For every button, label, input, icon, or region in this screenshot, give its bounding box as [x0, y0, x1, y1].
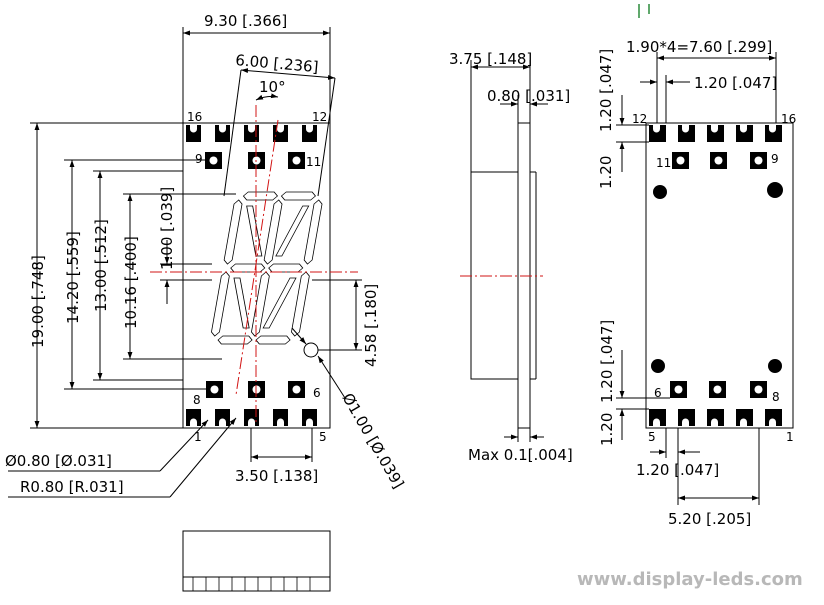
mount-hole-top-right: [767, 182, 783, 198]
lower-half-dim-label: 4.58 [.180]: [362, 284, 380, 367]
front-pin-9: 9: [195, 152, 203, 166]
pad-width-dim-label: 1.20 [.047]: [694, 74, 777, 92]
bottom-pad-h-dim-label: 1.20 [.047]: [598, 320, 616, 403]
back-view: 1.90*4=7.60 [.299] 1.20 [.047] 1.20 [.04…: [597, 38, 796, 528]
front-pin-11: 11: [306, 155, 321, 169]
decimal-point: [303, 342, 319, 358]
front-pin-5: 5: [319, 430, 327, 444]
bottom-pad-w-dim-label: 1.20 [.047]: [636, 461, 719, 479]
sixteen-segment-digit: [211, 191, 323, 345]
front-top-inner-pads: [205, 152, 305, 169]
front-pin-16: 16: [187, 110, 202, 124]
dot-gap-dim-label: 1.00 [.039]: [158, 187, 176, 270]
corner-marks: [638, 4, 650, 18]
back-pin-1: 1: [786, 430, 794, 444]
pcb-dim-label: 0.80 [.031]: [487, 87, 570, 105]
mount-hole-bottom-right: [768, 359, 782, 373]
front-bottom-pads: [186, 409, 317, 426]
digit-height-dim-label: 10.16 [.400]: [122, 236, 140, 329]
depth-dim-label: 3.75 [.148]: [449, 50, 532, 68]
back-pin-6: 6: [654, 386, 662, 400]
outer-span-dim-label: 5.20 [.205]: [668, 510, 751, 528]
pitch-dim-label: 1.90*4=7.60 [.299]: [626, 38, 772, 56]
back-pin-8: 8: [772, 390, 780, 404]
front-pin-6: 6: [313, 386, 321, 400]
bottom-pad-gap-dim-label: 1.20: [598, 413, 616, 446]
slant-angle-label: 10°: [259, 78, 286, 96]
front-center-line-slant: [235, 119, 279, 396]
radius-dim-label: R0.80 [R.031]: [20, 478, 124, 496]
tolerance-dim-label: Max 0.1[.004]: [468, 446, 573, 464]
mount-hole-bottom-left: [651, 359, 665, 373]
watermark: www.display-leds.com: [577, 569, 803, 590]
front-pin-8: 8: [193, 393, 201, 407]
height-dim-label: 19.00 [.748]: [29, 255, 47, 348]
front-pin-12: 12: [312, 110, 327, 124]
mount-hole-top-left: [653, 185, 667, 199]
pin-pitch-dim-label: 3.50 [.138]: [235, 467, 318, 485]
back-body-outline: [645, 122, 794, 429]
back-top-inner-pads: [672, 152, 767, 169]
back-pin-5: 5: [648, 430, 656, 444]
back-top-pads: [649, 125, 782, 142]
digit-width-dim-line: [240, 68, 336, 80]
side-view: 3.75 [.148] 0.80 [.031] Max 0.1[.004]: [449, 50, 573, 464]
display-height-dim-label: 13.00 [.512]: [92, 219, 110, 312]
digit-width-dim-label: 6.00 [.236]: [235, 51, 320, 76]
front-body-outline: [182, 122, 331, 429]
back-bottom-inner-pads: [670, 381, 767, 398]
bottom-view: [182, 530, 331, 592]
hole-dim-label: Ø0.80 [Ø.031]: [5, 452, 112, 470]
width-dim-label: 9.30 [.366]: [204, 12, 287, 30]
back-pin-9: 9: [771, 152, 779, 166]
back-pin-16: 16: [781, 112, 796, 126]
top-pad-h-dim-label: 1.20 [.047]: [597, 49, 615, 132]
front-view: 9.30 [.366] 6.00 [.236] 10° 19.00 [.748]…: [5, 12, 408, 498]
pin-row-span-dim-label: 14.20 [.559]: [64, 231, 82, 324]
top-pad-gap-dim-label: 1.20: [597, 156, 615, 189]
back-bottom-pads: [649, 409, 782, 426]
back-pin-12: 12: [632, 112, 647, 126]
back-pin-11: 11: [656, 156, 671, 170]
dp-diameter-dim-label: Ø1.00 [Ø.039]: [339, 390, 408, 492]
front-top-pads: [186, 125, 317, 142]
front-pin-1: 1: [194, 430, 202, 444]
front-bottom-inner-pads: [206, 381, 305, 398]
